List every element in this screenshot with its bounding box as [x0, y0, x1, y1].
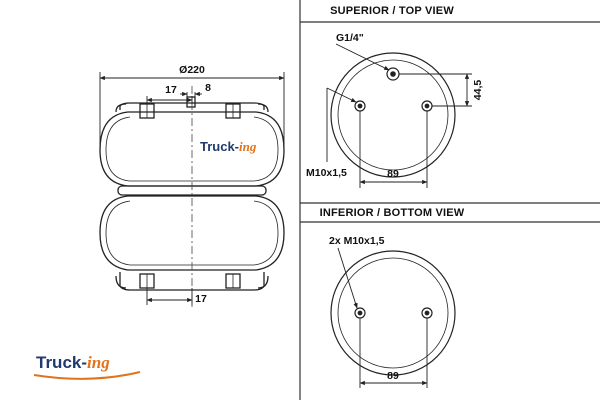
air-inlet	[186, 96, 196, 108]
bottom-offset-label: 17	[195, 293, 207, 305]
top-bolt-label: M10x1,5	[306, 167, 347, 179]
bottom-outer-circle	[330, 250, 456, 376]
top-height-label: 44,5	[472, 80, 484, 101]
inlet-width-label: 8	[205, 82, 211, 94]
bellow-brand-text: Truck-ing	[200, 139, 257, 154]
lower-bellow	[99, 195, 285, 271]
brand-logo-main: Truck-	[36, 353, 87, 372]
upper-bellow-inner	[105, 116, 279, 182]
diameter-label: Ø220	[179, 64, 205, 76]
bottom-view	[330, 250, 456, 376]
brand-logo: Truck-ing	[33, 353, 141, 380]
bottom-inner-circle	[337, 257, 449, 369]
top-spacing-label: 89	[387, 168, 399, 180]
side-dimensions	[99, 72, 285, 305]
brand-logo-text: Truck-ing	[36, 353, 110, 372]
top-inner-circle	[337, 59, 449, 171]
top-view	[330, 52, 456, 178]
top-offset-label: 17	[165, 84, 177, 96]
brand-logo-suffix: ing	[87, 353, 110, 372]
bottom-view-dimensions	[337, 247, 428, 388]
top-bead-rings	[115, 103, 269, 113]
bottom-view-title: INFERIOR / BOTTOM VIEW	[320, 207, 465, 219]
bottom-bead-rings	[115, 275, 269, 289]
top-thread-label: G1/4"	[336, 32, 364, 44]
top-view-title: SUPERIOR / TOP VIEW	[330, 5, 454, 17]
bottom-bolt-label: 2x M10x1,5	[329, 235, 385, 247]
brand-swoosh	[33, 371, 141, 380]
top-outer-circle	[330, 52, 456, 178]
bellow-brand-suffix: ing	[239, 139, 257, 154]
bellow-brand-main: Truck-	[200, 139, 239, 154]
top-view-dimensions	[326, 43, 472, 188]
bottom-spacing-label: 89	[387, 370, 399, 382]
section-dividers	[299, 0, 600, 400]
